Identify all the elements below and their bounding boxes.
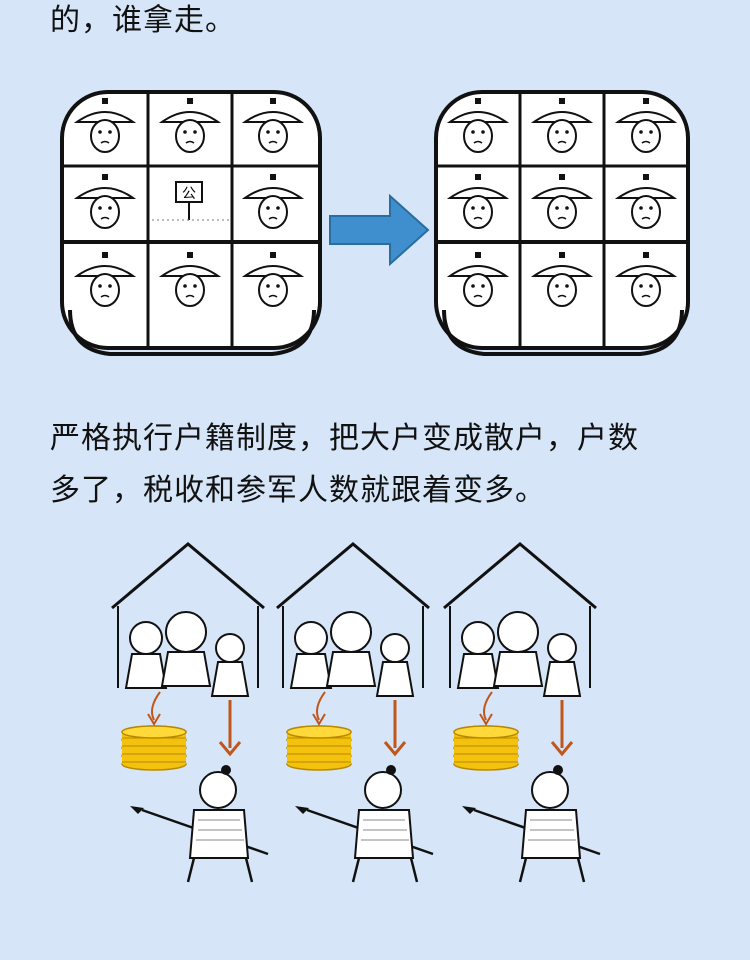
household [276, 542, 434, 883]
farmer-face-icon [158, 98, 222, 153]
family-icon [289, 611, 415, 697]
house-roof [111, 542, 265, 610]
farmer-face-icon [446, 252, 510, 307]
farmer-face-icon [241, 174, 305, 229]
soldier-icon [295, 765, 434, 883]
text-line-2: 多了，税收和参军人数就跟着变多。 [50, 473, 546, 508]
farmer-face-icon [73, 252, 137, 307]
public-sign-label: 公 [182, 186, 196, 202]
coin-stack-icon [453, 725, 519, 771]
tax-arrow-icon [316, 691, 326, 721]
household [111, 542, 269, 883]
house-roof [443, 542, 597, 610]
text-line-top: 的，谁拿走。 [50, 3, 236, 38]
soldier-icon [130, 765, 269, 883]
coin-stack-icon [121, 725, 187, 771]
farmer-face-icon [446, 174, 510, 229]
farmer-face-icon [614, 174, 678, 229]
text-line-1: 严格执行户籍制度，把大户变成散户，户数 [50, 421, 639, 456]
households-illustration [111, 542, 601, 883]
center-public-field: 公 [152, 181, 230, 221]
farmer-face-icon [614, 252, 678, 307]
households [111, 542, 601, 883]
tax-arrow-icon [483, 691, 493, 721]
farmer-face-icon [530, 252, 594, 307]
land-grid-illustration: 公 [60, 90, 690, 356]
farmer-face-icon [241, 252, 305, 307]
family-icon [124, 611, 250, 697]
farmer-face-icon [73, 98, 137, 153]
house-roof [276, 542, 430, 610]
farmer-face-icon [446, 98, 510, 153]
farmer-face-icon [530, 174, 594, 229]
family-icon [456, 611, 582, 697]
farmer-face-icon [530, 98, 594, 153]
farmer-face-icon [614, 98, 678, 153]
farmer-face-icon [73, 174, 137, 229]
left-land-grid: 公 [60, 90, 322, 356]
farmer-face-icon [158, 252, 222, 307]
farmer-face-icon [241, 98, 305, 153]
household [443, 542, 601, 883]
coin-stack-icon [286, 725, 352, 771]
soldier-icon [462, 765, 601, 883]
tax-arrow-icon [151, 691, 161, 721]
farmer-faces [73, 98, 678, 307]
transform-arrow [329, 193, 430, 267]
